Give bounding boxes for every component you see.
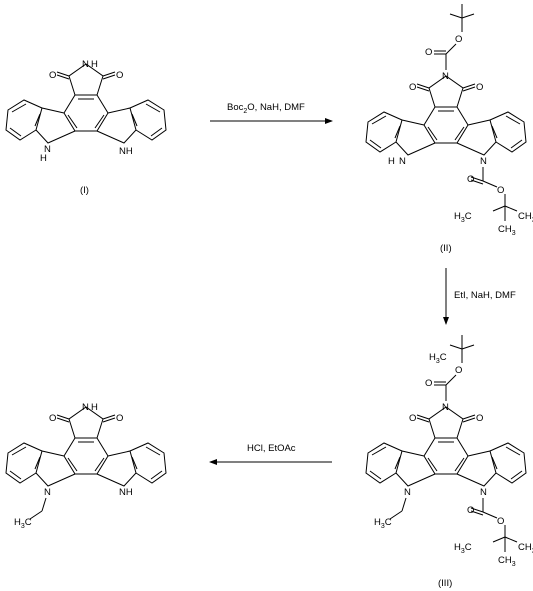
ethyl-ch3: H3C: [374, 517, 392, 530]
carbonyl-o-left: O: [409, 82, 416, 93]
imide-n-atom: N: [442, 71, 449, 82]
tbu-methyl-top-left: H3C: [429, 352, 447, 365]
tbu-methyl-left: H3C: [454, 542, 472, 555]
indole-h-left: H: [388, 156, 395, 167]
tbu-methyl-bottom: CH3: [498, 224, 516, 237]
indole-n-left: N: [404, 487, 411, 498]
imide-n-atom: N: [82, 59, 89, 70]
compound-III: N O O O O H3C N H3C N O O H3C CH3 CH3: [365, 334, 533, 568]
tbu-methyl-right: CH3: [518, 211, 533, 224]
carbonyl-o-right: O: [476, 82, 483, 93]
compound-label-I: (I): [80, 185, 89, 196]
ethyl-bond-1: [401, 497, 407, 512]
boc-ester-o-lower: O: [497, 516, 504, 527]
indole-nh-right: NH: [119, 146, 133, 157]
indole-nh-left: N: [399, 156, 406, 167]
imide-h-atom: H: [91, 59, 98, 70]
imide-n-atom: N: [442, 402, 449, 413]
carbonyl-o-left: O: [409, 413, 416, 424]
carbonyl-o-right: O: [116, 413, 123, 424]
ethyl-bond-2: [29, 510, 43, 520]
indole-n-right: N: [480, 156, 487, 167]
carbonyl-o-left: O: [49, 413, 56, 424]
tbu-methyl-right: CH3: [518, 542, 533, 555]
carbonyl-o-left: O: [49, 70, 56, 81]
boc-ester-o-lower: O: [497, 185, 504, 196]
carbonyl-o-right: O: [476, 413, 483, 424]
conditions-2: EtI, NaH, DMF: [454, 290, 516, 301]
tbu-methyl-bottom: CH3: [498, 555, 516, 568]
indole-n-right: N: [480, 487, 487, 498]
boc-carbonyl-o-lower: O: [467, 505, 474, 516]
boc-ester-o: O: [455, 365, 462, 376]
compound-II: N O O O O N H N O O H3C CH3 CH3: [365, 3, 533, 237]
ethyl-bond-2: [389, 510, 403, 520]
boc-carbonyl-o: O: [425, 378, 432, 389]
compound-label-III: (III): [438, 578, 452, 589]
ethyl-bond-1: [41, 497, 47, 512]
conditions-1: Boc2O, NaH, DMF: [227, 102, 305, 115]
indole-h-left: H: [40, 153, 47, 164]
ethyl-ch3: H3C: [14, 517, 32, 530]
compound-product: N H O O N H3C NH: [5, 402, 167, 530]
tbu-methyl-left: H3C: [454, 211, 472, 224]
imide-h-atom: H: [91, 402, 98, 413]
indole-nh-right: NH: [119, 487, 133, 498]
carbonyl-o-right: O: [116, 70, 123, 81]
imide-n-atom: N: [82, 402, 89, 413]
boc-carbonyl-o: O: [425, 47, 432, 58]
compound-label-II: (II): [440, 243, 452, 254]
conditions-3: HCl, EtOAc: [247, 443, 296, 454]
boc-carbonyl-o-lower: O: [467, 174, 474, 185]
indole-n-left: N: [44, 487, 51, 498]
boc-ester-o: O: [455, 34, 462, 45]
compound-I: N H O O N H NH: [5, 59, 167, 164]
indole-nh-left: N: [44, 144, 51, 155]
